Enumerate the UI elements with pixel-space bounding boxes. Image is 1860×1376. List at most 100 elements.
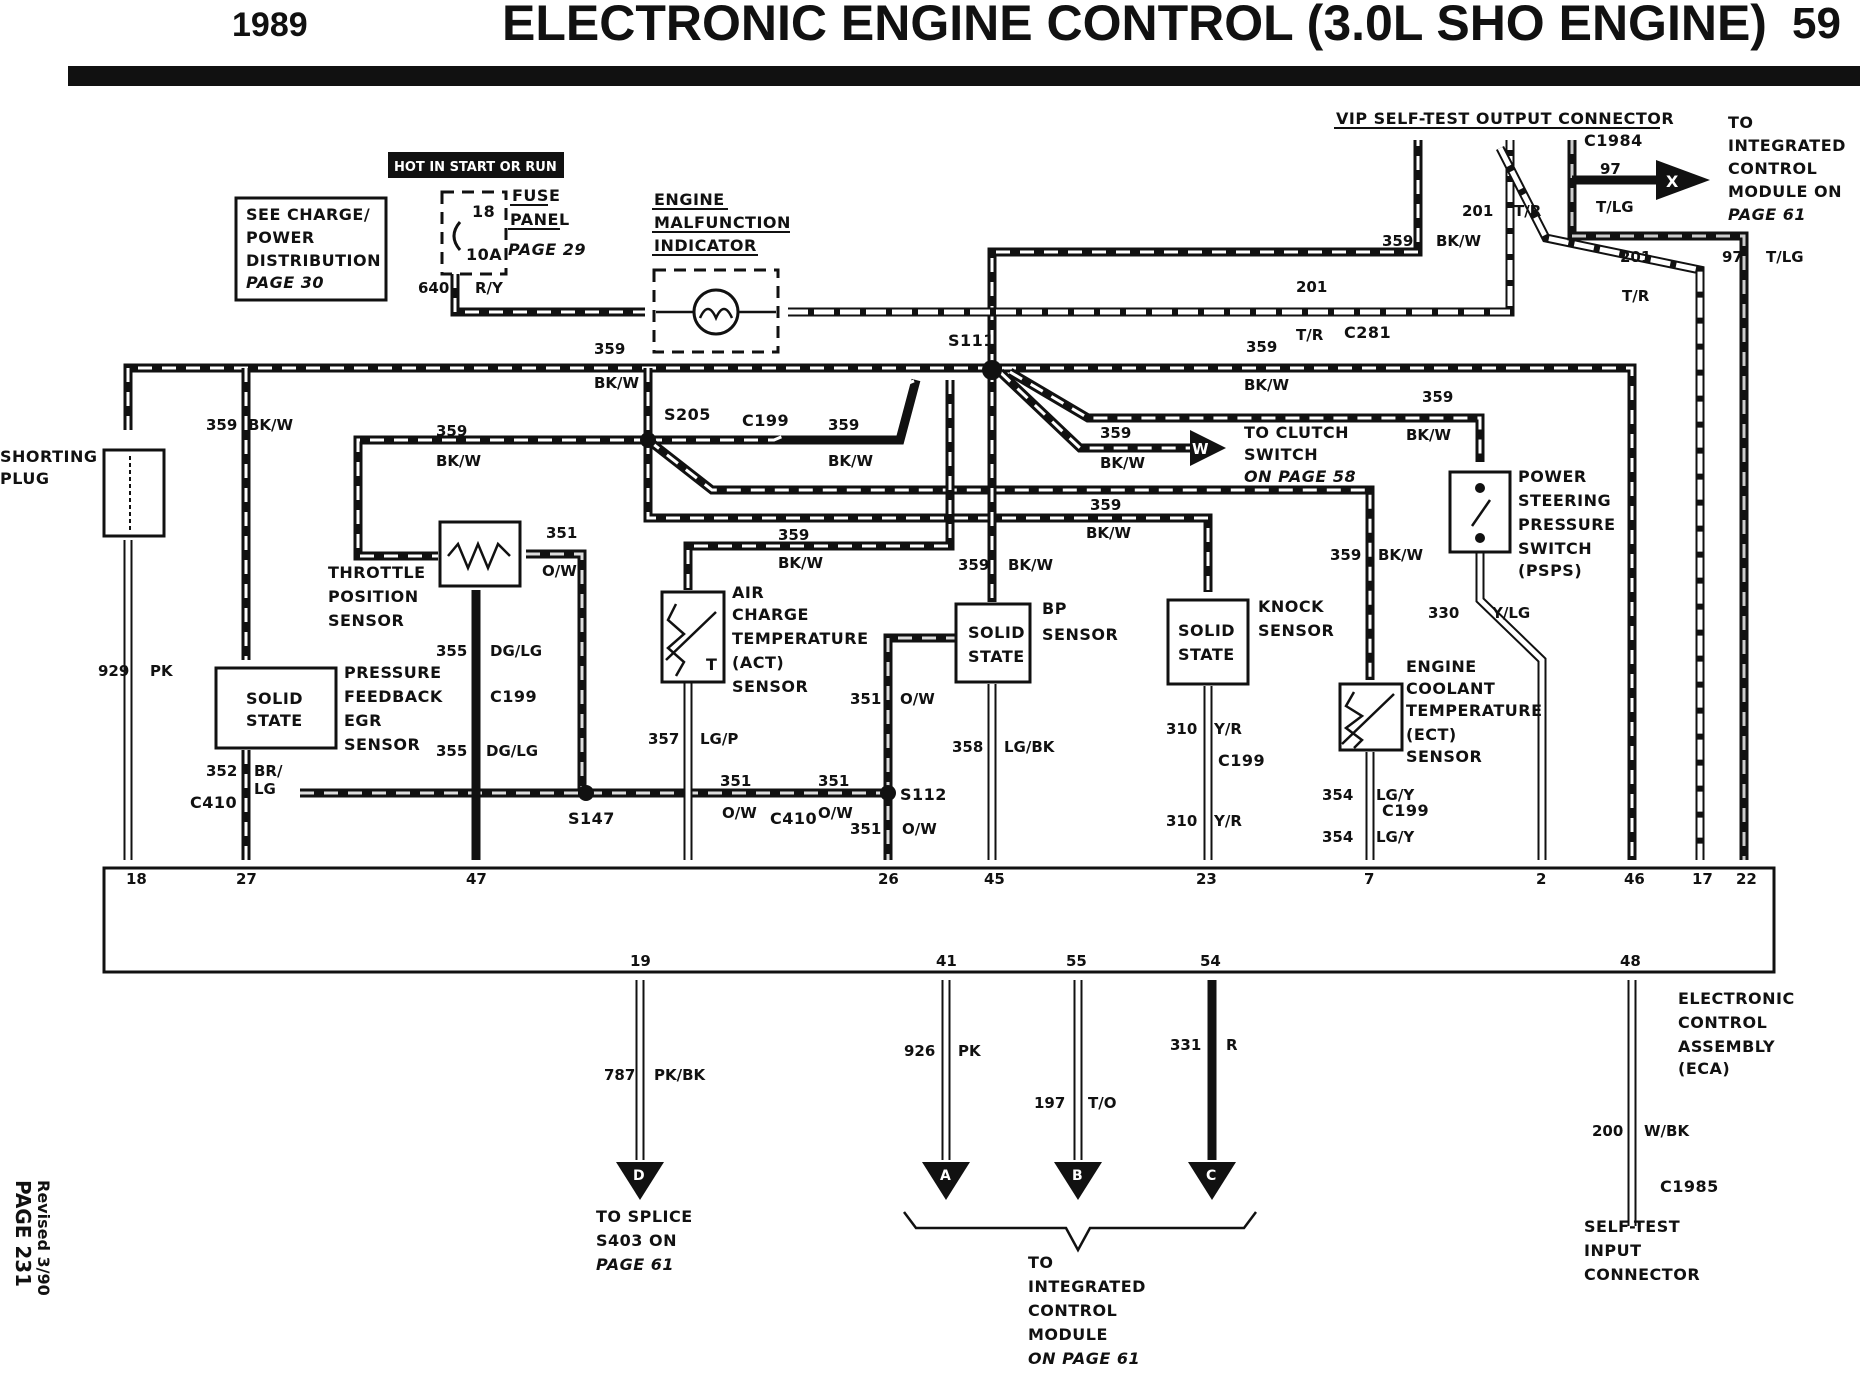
wire-351-s147-num: 351: [720, 772, 751, 790]
svg-text:B: B: [1072, 1168, 1083, 1184]
wire-359-bp-color: BK/W: [1008, 556, 1054, 574]
charge-note-box: [234, 196, 388, 302]
wire-359-act-num: 359: [778, 526, 809, 544]
act-label-2: CHARGE: [732, 605, 809, 624]
wire-201-c-num: 201: [1296, 278, 1327, 296]
eca-pin-26: 26: [878, 870, 899, 888]
wire-355-b-num: 355: [436, 742, 467, 760]
charge-note-page: PAGE 30: [246, 273, 324, 292]
eca-pin-7: 7: [1364, 870, 1374, 888]
wire-359-vip-num: 359: [1382, 232, 1413, 250]
wire-351-eca-num: 351: [850, 820, 881, 838]
eca-pin-19: 19: [630, 952, 651, 970]
wire-201-a-color: T/R: [1514, 202, 1542, 220]
charge-note-line2: POWER: [246, 228, 315, 247]
bp-solid-state: [954, 602, 1032, 684]
act-label-1: AIR: [732, 583, 764, 602]
arrow-c-icon: C: [1188, 980, 1236, 1200]
eca-label-4: (ECA): [1678, 1059, 1730, 1078]
act-t-label: T: [706, 655, 717, 674]
bp-solid-label: SOLID: [968, 623, 1025, 642]
c1984-label: C1984: [1584, 131, 1643, 150]
wire-354-a-num: 354: [1322, 786, 1353, 804]
self-test-label-1: SELF-TEST: [1584, 1217, 1680, 1236]
icm-top-4: MODULE ON: [1728, 182, 1842, 201]
wire-359-clutch-num: 359: [1100, 424, 1131, 442]
wire-201-b-num: 201: [1620, 248, 1651, 266]
wire-357-color: LG/P: [700, 730, 738, 748]
icm-bottom-2: INTEGRATED: [1028, 1277, 1146, 1296]
clutch-label-3: ON PAGE 58: [1244, 467, 1356, 486]
wire-359-act-color: BK/W: [778, 554, 824, 572]
s112-label: S112: [900, 785, 947, 804]
act-label-3: TEMPERATURE: [732, 629, 869, 648]
splice-s205: [640, 432, 656, 448]
knock-label-2: SENSOR: [1258, 621, 1334, 640]
c199-mid-label: C199: [490, 687, 537, 706]
splice-label-1: TO SPLICE: [596, 1207, 693, 1226]
self-test-label-3: CONNECTOR: [1584, 1265, 1700, 1284]
ps-label-4: SWITCH: [1518, 539, 1592, 558]
wire-787-num: 787: [604, 1066, 635, 1084]
knock-label-1: KNOCK: [1258, 597, 1324, 616]
eca-pin-18: 18: [126, 870, 147, 888]
wire-355-a-color: DG/LG: [490, 642, 542, 660]
wire-351-s147-color: O/W: [722, 804, 757, 822]
wire-354-a-color: LG/Y: [1376, 786, 1415, 804]
wire-359-c199-color: BK/W: [828, 452, 874, 470]
eca-label-1: ELECTRONIC: [1678, 989, 1795, 1008]
s205-label: S205: [664, 405, 711, 424]
act-label-5: SENSOR: [732, 677, 808, 696]
hot-in-badge: [388, 152, 564, 178]
shorting-plug-label-2: PLUG: [0, 469, 49, 488]
ps-label-2: STEERING: [1518, 491, 1611, 510]
wire-358-color: LG/BK: [1004, 738, 1056, 756]
wire-200-color: W/BK: [1644, 1122, 1690, 1140]
wire-310-b-num: 310: [1166, 812, 1197, 830]
wire-929-color: PK: [150, 662, 174, 680]
icm-top-2: INTEGRATED: [1728, 136, 1846, 155]
eca-pin-55: 55: [1066, 952, 1087, 970]
eca-module: [102, 866, 1776, 974]
ect-label-5: SENSOR: [1406, 747, 1482, 766]
pfe-label-1: PRESSURE: [344, 663, 442, 682]
wire-359-left-color: BK/W: [594, 374, 640, 392]
wire-359-clutch-color: BK/W: [1100, 454, 1146, 472]
wire-359-bp-num: 359: [958, 556, 989, 574]
header-rule: [68, 66, 1860, 86]
arrow-w-icon: W: [1190, 430, 1226, 466]
bp-state-label: STATE: [968, 647, 1025, 666]
wire-310-b-color: Y/R: [1213, 812, 1242, 830]
wire-351-act-color: O/W: [900, 690, 935, 708]
pfe-label-3: EGR: [344, 711, 382, 730]
svg-text:W: W: [1192, 440, 1209, 458]
eca-pin-2: 2: [1536, 870, 1546, 888]
wire-926-color: PK: [958, 1042, 982, 1060]
eca-pin-48: 48: [1620, 952, 1641, 970]
wire-359-pfe-color: BK/W: [248, 416, 294, 434]
icm-top-3: CONTROL: [1728, 159, 1817, 178]
wire-330-color: Y/LG: [1491, 604, 1530, 622]
wire-359-pfe-num: 359: [206, 416, 237, 434]
vip-label: VIP SELF-TEST OUTPUT CONNECTOR: [1336, 109, 1674, 128]
knock-solid-state: [1166, 598, 1250, 686]
wire-359-ps-num: 359: [1422, 388, 1453, 406]
c199-knock-label: C199: [1218, 751, 1265, 770]
c410-left-label: C410: [190, 793, 237, 812]
wire-201-b-color: T/R: [1622, 287, 1650, 305]
s111-label: S111: [948, 331, 995, 350]
wire-359-knock-num: 359: [1090, 496, 1121, 514]
tps-label-1: THROTTLE: [328, 563, 426, 582]
wire-97-top-color: T/LG: [1596, 198, 1634, 216]
fuse-label-panel: PANEL: [510, 210, 570, 229]
svg-text:X: X: [1666, 172, 1679, 191]
wire-97-right-color: T/LG: [1766, 248, 1804, 266]
svg-text:D: D: [633, 1168, 645, 1184]
wire-355-a-num: 355: [436, 642, 467, 660]
pfe-solid-label: SOLID: [246, 689, 303, 708]
fuse-page-ref: PAGE 29: [508, 240, 586, 259]
wire-97-right-num: 97: [1722, 248, 1743, 266]
hot-in-label: HOT IN START OR RUN: [394, 160, 557, 175]
wire-330-num: 330: [1428, 604, 1459, 622]
wire-926-num: 926: [904, 1042, 935, 1060]
